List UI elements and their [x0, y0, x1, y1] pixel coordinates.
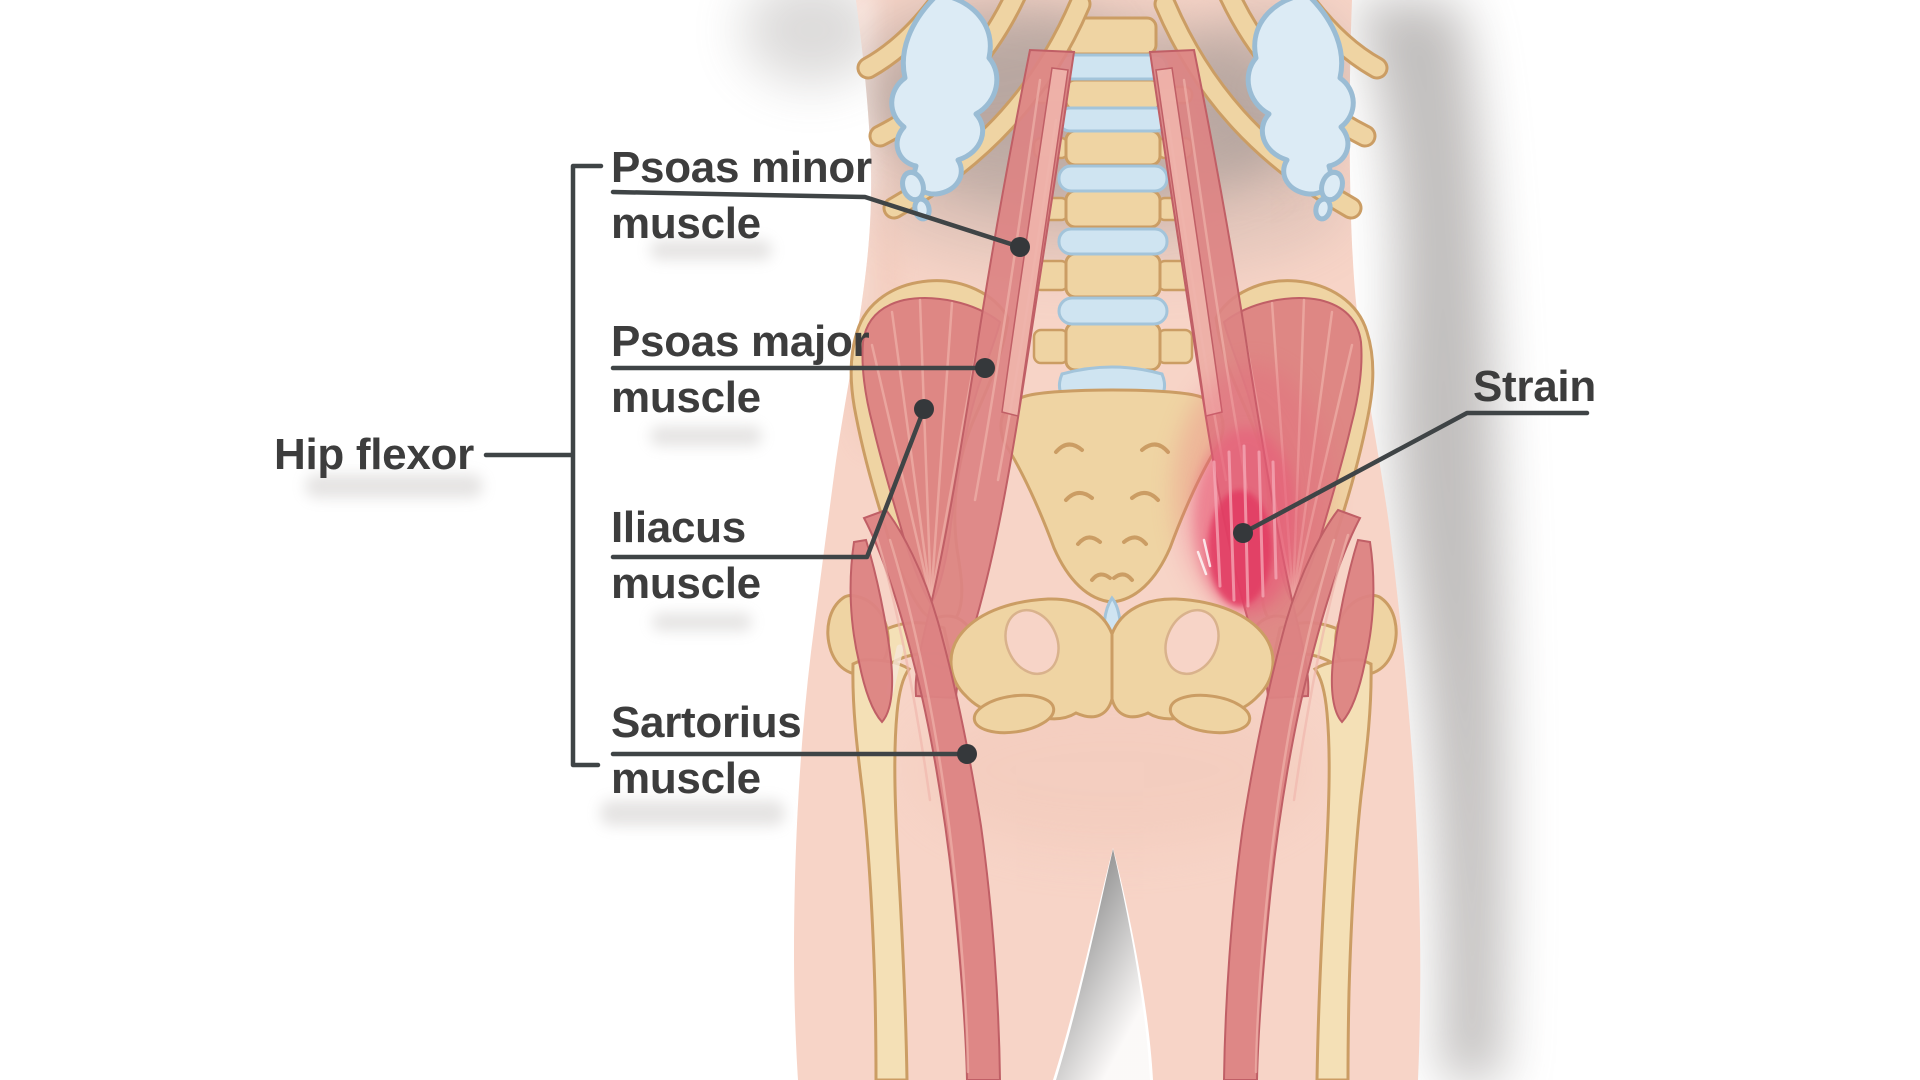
iliacus-leader-line: [610, 406, 927, 560]
psoas-minor-pointer-dot: [1010, 237, 1030, 257]
label-sartorius: Sartorius muscle: [611, 695, 802, 807]
label-iliacus: Iliacus muscle: [611, 500, 761, 612]
leader-lines: [483, 163, 1590, 768]
hip-flexor-text: Hip flexor: [274, 430, 474, 479]
psoas-major-pointer-dot: [975, 358, 995, 378]
pubis-right: [1110, 597, 1275, 739]
psoas-major-line1: Psoas major: [611, 317, 870, 366]
ghost-text-smudge: [652, 613, 752, 631]
label-strain: Strain: [1473, 359, 1596, 415]
psoas-minor-leader-line: [610, 189, 1023, 250]
sartorius-pointer-dot: [957, 744, 977, 764]
ghost-text-smudge: [305, 474, 483, 498]
label-psoas-major: Psoas major muscle: [611, 314, 870, 426]
iliacus-pointer-dot: [914, 399, 934, 419]
strain-leader-line: [1240, 410, 1590, 536]
cast-shadows: [742, 0, 1504, 1080]
between-legs-shadow: [1056, 849, 1150, 1080]
psoas-minor-line2: muscle: [611, 199, 761, 248]
pubis-left: [949, 597, 1114, 735]
rib-cage-left: [856, 0, 1092, 222]
strain-pointer-dot: [1233, 523, 1253, 543]
label-psoas-minor: Psoas minor muscle: [611, 140, 872, 252]
psoas-minor-muscle-left: [1001, 67, 1069, 417]
ghost-text-smudge: [650, 240, 772, 260]
label-hip-flexor: Hip flexor: [274, 427, 474, 483]
ghost-text-smudge: [650, 426, 762, 446]
sartorius-line2: muscle: [611, 754, 761, 803]
intervertebral-discs: [1057, 53, 1169, 412]
psoas-major-line2: muscle: [611, 373, 761, 422]
ghost-text-smudge: [600, 800, 785, 826]
psoas-minor-line1: Psoas minor: [611, 143, 872, 192]
strain-text: Strain: [1473, 362, 1596, 411]
iliacus-line2: muscle: [611, 559, 761, 608]
sartorius-line1: Sartorius: [611, 698, 802, 747]
hip-flexor-bracket: [570, 163, 604, 768]
iliacus-line1: Iliacus: [611, 503, 746, 552]
sacrum: [999, 388, 1225, 604]
